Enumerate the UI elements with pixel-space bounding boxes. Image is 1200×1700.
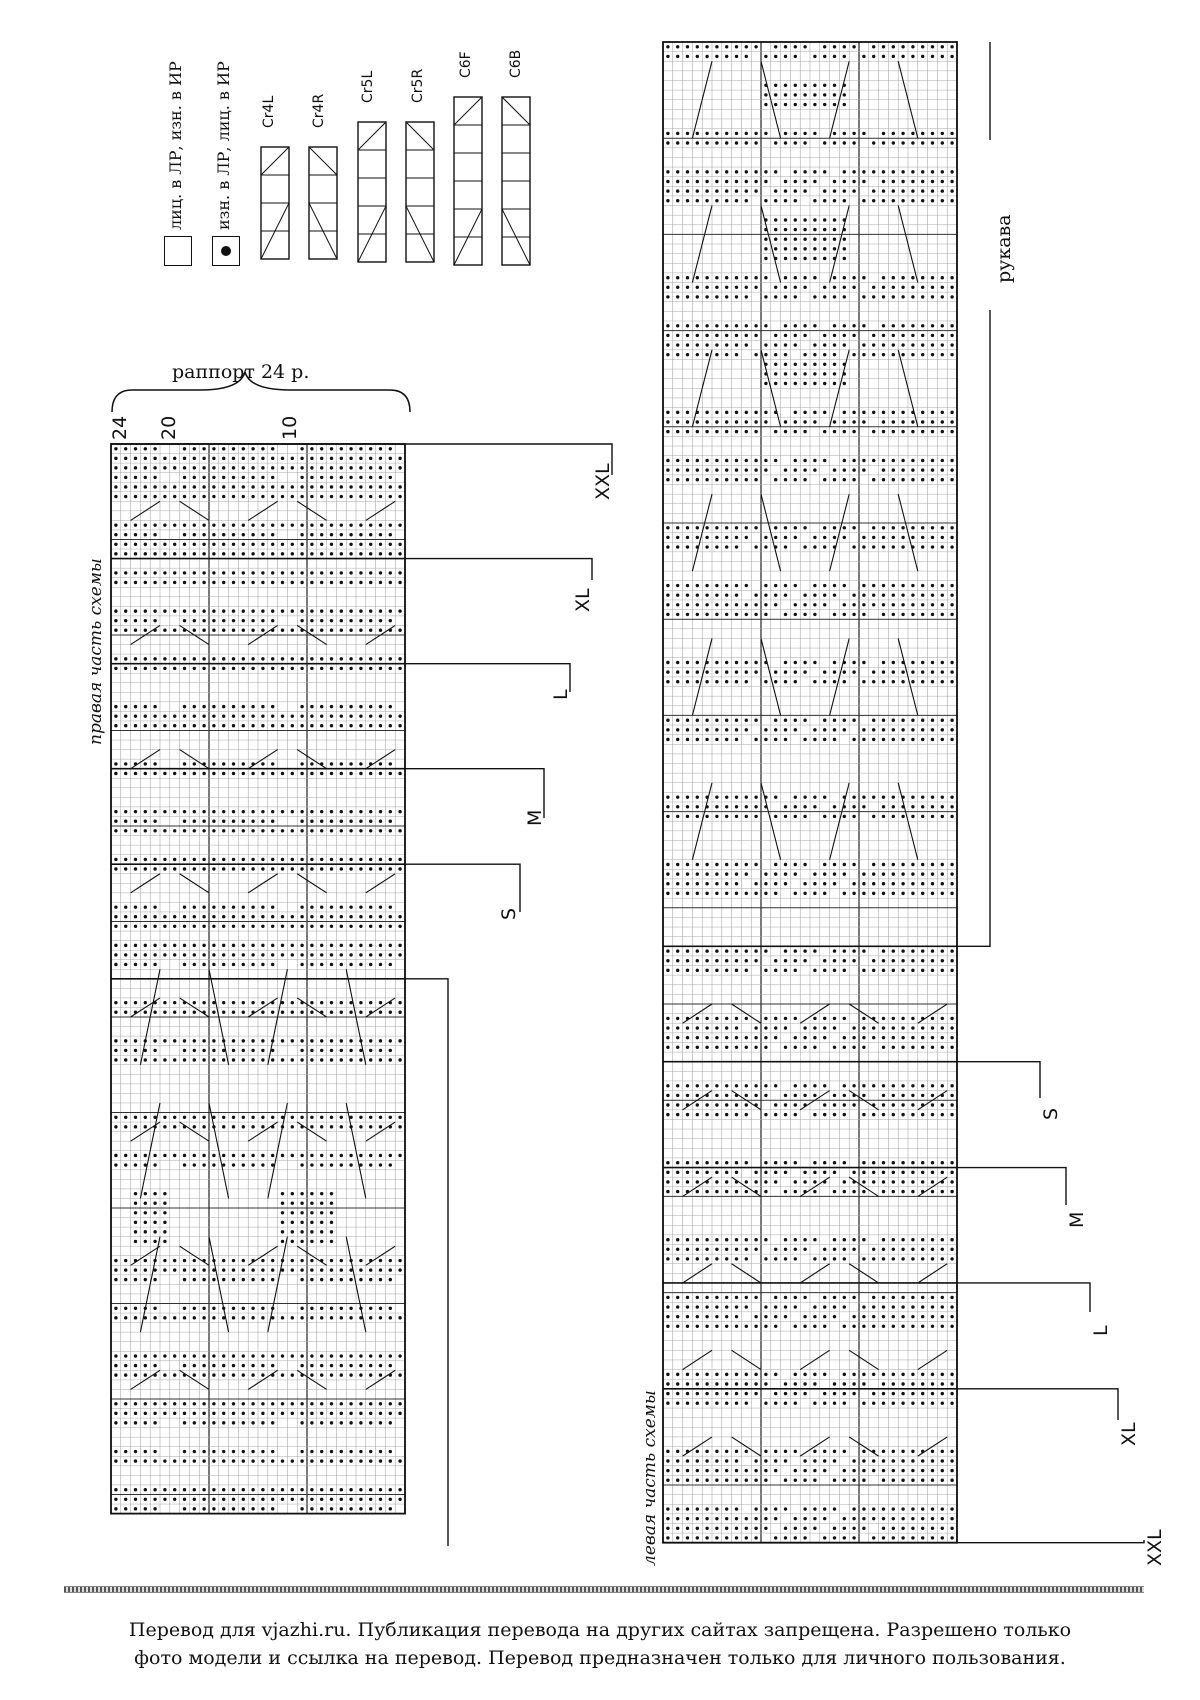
right-size-s: S [1040,1107,1062,1120]
cable-label-cr4r: Cr4R [311,93,327,128]
footer-note: Перевод для vjazhi.ru. Публикация перево… [40,1616,1160,1672]
cable-label-cr5r: Cr5R [410,68,426,103]
left-size-xl: XL [572,588,594,612]
cable-box [308,146,338,260]
left-size-xxl: XXL [592,463,614,500]
column-number-20: 20 [158,415,180,440]
cable-box [453,96,483,266]
column-number-10: 10 [279,415,301,440]
purl-symbol-icon [212,236,240,266]
footer-line-1: Перевод для vjazhi.ru. Публикация перево… [128,1619,1072,1641]
cable-box [357,121,387,263]
footer-line-2: фото модели и ссылка на перевод. Перевод… [134,1647,1066,1669]
cable-box [260,146,290,260]
cable-label-c6b: C6B [508,49,524,78]
right-chart-grid [662,41,1145,1544]
cable-label-c6f: C6F [458,51,474,78]
right-size-l: L [1090,1325,1112,1336]
left-chart-part-label: правая часть схемы [86,558,106,745]
knit-symbol-icon [164,236,192,266]
cable-box [501,96,531,266]
left-size-l: L [550,689,572,700]
cable-symbols-icon [260,96,531,266]
column-number-24: 24 [109,415,131,440]
left-chart-grid [110,443,613,1546]
cable-label-cr5l: Cr5L [360,70,376,103]
sleeve-label: рукава [993,214,1015,283]
right-size-xl: XL [1118,1422,1140,1446]
right-chart-part-label: левая часть схемы [640,1390,660,1566]
left-size-m: M [524,809,546,826]
right-size-xxl: XXL [1144,1529,1166,1566]
cable-label-cr4l: Cr4L [261,95,277,128]
right-size-m: M [1066,1211,1088,1228]
cable-box [405,121,435,263]
left-size-s: S [498,907,520,920]
rapport-brace [111,369,411,413]
rapport-label: раппорт 24 р. [172,361,310,383]
footer-separator [64,1586,1144,1593]
